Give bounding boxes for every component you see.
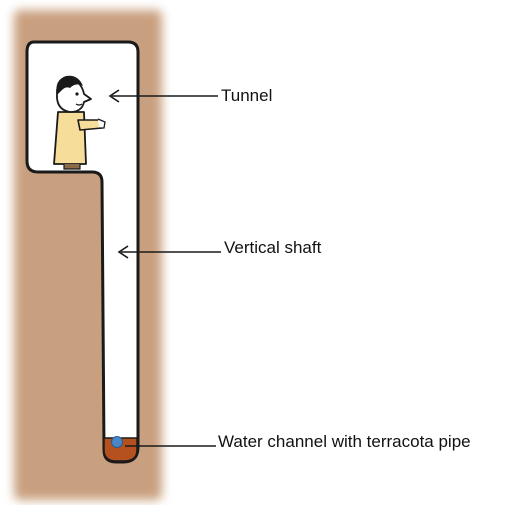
arrow-vertical-shaft (117, 245, 221, 259)
terracota-pipe (103, 436, 138, 462)
person-figure (53, 75, 106, 170)
label-water-channel: Water channel with terracota pipe (218, 432, 471, 451)
label-vertical-shaft: Vertical shaft (224, 238, 322, 257)
arrow-tunnel (108, 89, 218, 103)
water-channel (111, 436, 123, 448)
label-tunnel: Tunnel (221, 86, 273, 105)
